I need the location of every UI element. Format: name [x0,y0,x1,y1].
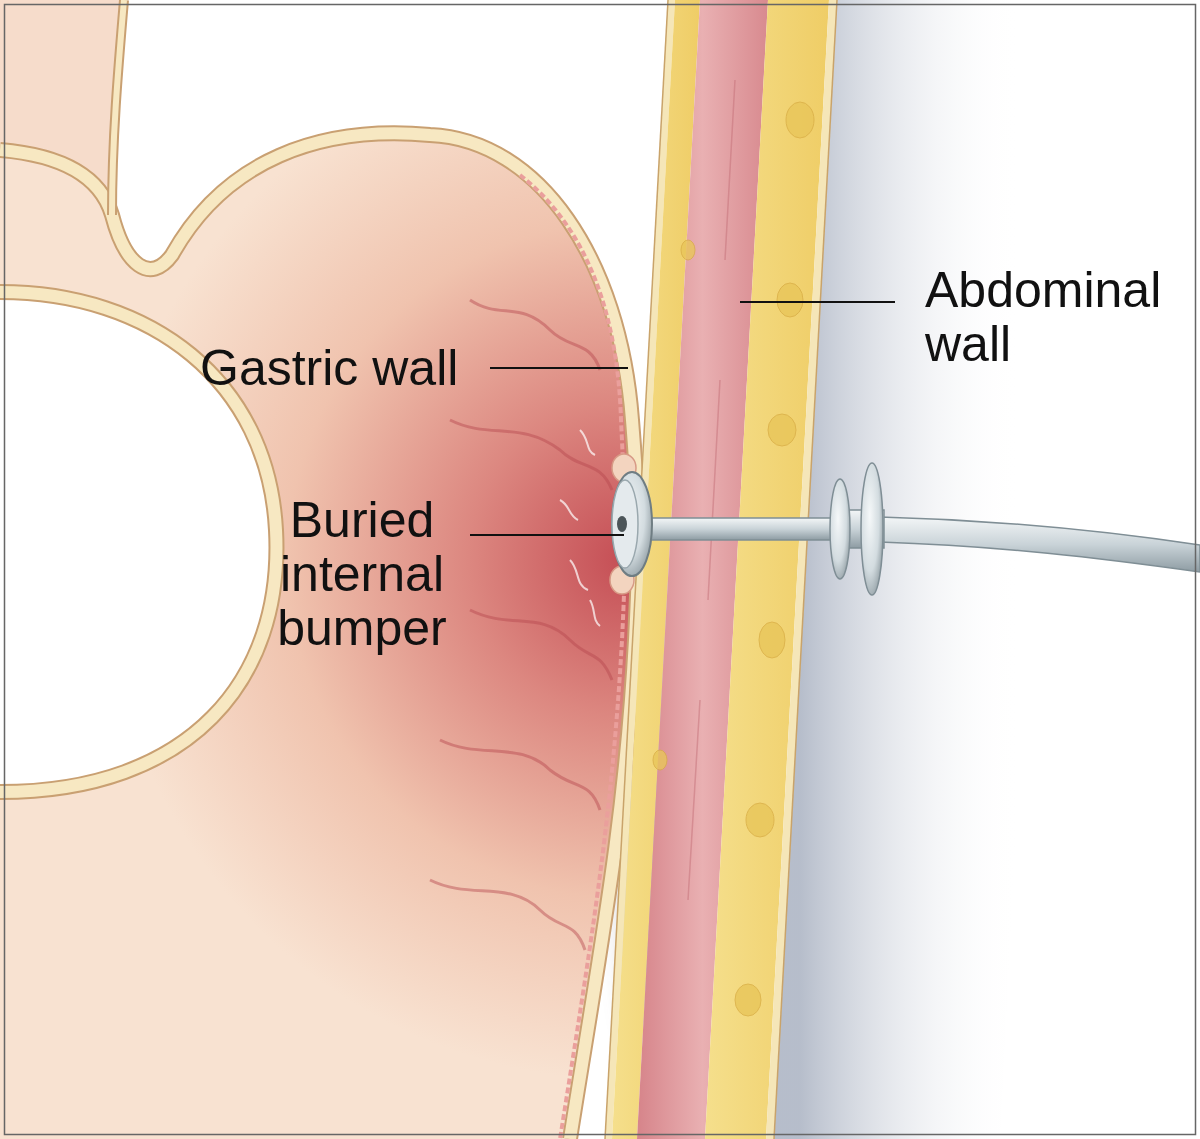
fat-globule [786,102,814,138]
fat-globule [768,414,796,446]
highlight [570,560,588,590]
tube-segment [880,517,1200,572]
fat-globule [746,803,774,837]
esophagus-band [112,0,124,215]
fat-globule [681,240,695,260]
frame [5,5,1196,1135]
highlight [560,500,578,520]
tube-segment [630,518,840,540]
highlight [580,430,595,455]
fibre [708,380,720,600]
fibre [725,80,735,260]
fat-globules [653,102,814,1016]
leader-line [740,301,895,303]
highlight [590,600,600,626]
ruga [440,740,600,810]
leader-line [490,367,628,369]
part-label: Abdominal wall [925,263,1161,371]
lesser-curvature-band [0,292,276,792]
leader-lines [470,302,895,535]
wall-edge [774,0,837,1139]
fat-globule [777,283,803,317]
peg-tube [612,463,1200,595]
ruga [470,300,600,370]
muscle-fibres [688,80,735,900]
rugae [430,300,612,950]
gastric-wall-outline [0,133,638,1139]
wall-edge [605,0,668,1139]
bumper-lumen [617,516,627,532]
abdominal-wall [605,0,837,1139]
stomach-body [0,133,638,1139]
fat-globule [759,622,785,658]
external-bumper-disc [830,479,850,579]
ruga [470,610,612,680]
external-bumper-disc [861,463,883,595]
skin-layer [766,0,837,1139]
fibre [688,700,700,900]
gastric-wall-band [0,133,638,1139]
esophagus-outline [112,0,124,215]
ruga [450,420,612,490]
part-label: Buried internal bumper [277,493,447,655]
fat-globule [653,750,667,770]
part-label: Gastric wall [200,341,458,395]
internal-bumper [612,472,652,576]
highlights [560,430,600,626]
internal-bumper-face [612,480,638,568]
ruga [430,880,585,950]
fat-globule [735,984,761,1016]
lesser-curvature-outline [0,292,276,792]
fat-layer [705,0,829,1139]
leader-line [470,534,624,536]
stomach [0,0,638,1139]
